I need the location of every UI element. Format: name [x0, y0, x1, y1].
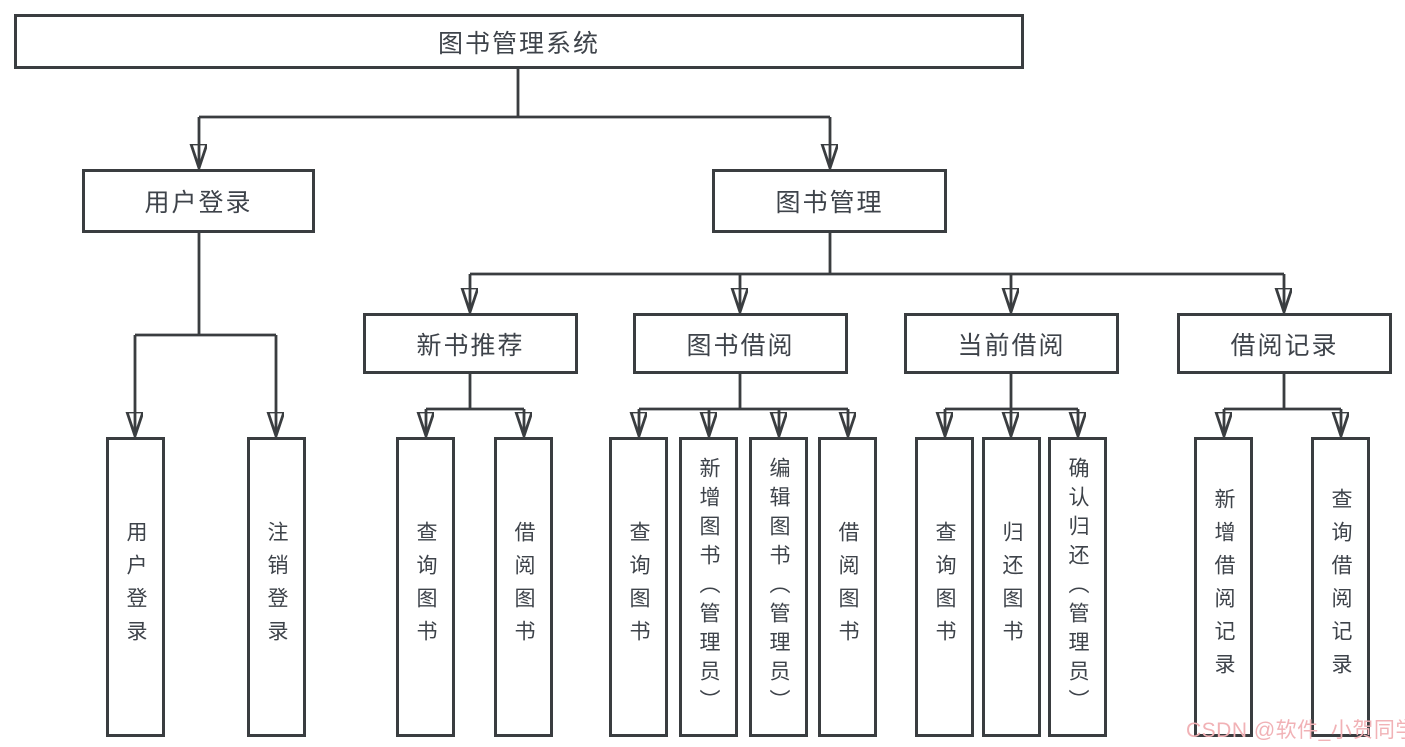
- leaf-user-login: 用户登录: [106, 437, 165, 737]
- leaf-borrow-book-recommend: 借阅图书: [494, 437, 553, 737]
- leaf-query-book-current-label: 查询图书: [933, 521, 956, 653]
- leaf-query-book-borrow-label: 查询图书: [627, 521, 650, 653]
- leaf-query-borrow-record-label: 查询借阅记录: [1329, 488, 1352, 686]
- leaf-query-book-current: 查询图书: [915, 437, 974, 737]
- leaf-add-borrow-record-label: 新增借阅记录: [1212, 488, 1235, 686]
- leaf-borrow-book-label: 借阅图书: [836, 521, 859, 653]
- node-user-login: 用户登录: [82, 169, 315, 233]
- node-new-book-recommend-label: 新书推荐: [416, 331, 525, 360]
- node-book-borrow-label: 图书借阅: [686, 331, 795, 360]
- leaf-query-borrow-record: 查询借阅记录: [1311, 437, 1370, 737]
- leaf-query-book-recommend: 查询图书: [396, 437, 455, 737]
- leaf-add-borrow-record: 新增借阅记录: [1194, 437, 1253, 737]
- leaf-borrow-book: 借阅图书: [818, 437, 877, 737]
- leaf-confirm-return-admin: 确认归还（管理员）: [1048, 437, 1107, 737]
- node-current-borrow: 当前借阅: [904, 313, 1119, 374]
- node-book-management-label: 图书管理: [775, 189, 884, 217]
- leaf-edit-book-admin: 编辑图书（管理员）: [749, 437, 808, 737]
- leaf-logout-label: 注销登录: [265, 521, 288, 653]
- node-borrow-record: 借阅记录: [1177, 313, 1392, 374]
- node-root: 图书管理系统: [14, 14, 1024, 69]
- watermark: CSDN @软件_小贺同学: [1186, 719, 1405, 742]
- node-root-label: 图书管理系统: [437, 29, 600, 58]
- leaf-add-book-admin: 新增图书（管理员）: [679, 437, 738, 737]
- leaf-query-book-borrow: 查询图书: [609, 437, 668, 737]
- node-user-login-label: 用户登录: [144, 189, 253, 217]
- leaf-query-book-recommend-label: 查询图书: [414, 521, 437, 653]
- node-book-management: 图书管理: [712, 169, 947, 233]
- leaf-borrow-book-recommend-label: 借阅图书: [512, 521, 535, 653]
- leaf-add-book-admin-label: 新增图书（管理员）: [697, 456, 720, 718]
- node-new-book-recommend: 新书推荐: [363, 313, 578, 374]
- leaf-user-login-label: 用户登录: [124, 521, 147, 653]
- leaf-edit-book-admin-label: 编辑图书（管理员）: [767, 456, 790, 718]
- leaf-confirm-return-admin-label: 确认归还（管理员）: [1066, 456, 1089, 718]
- leaf-return-book-label: 归还图书: [1000, 521, 1023, 653]
- node-borrow-record-label: 借阅记录: [1230, 331, 1339, 360]
- leaf-return-book: 归还图书: [982, 437, 1041, 737]
- leaf-logout: 注销登录: [247, 437, 306, 737]
- node-book-borrow: 图书借阅: [633, 313, 848, 374]
- node-current-borrow-label: 当前借阅: [957, 331, 1066, 360]
